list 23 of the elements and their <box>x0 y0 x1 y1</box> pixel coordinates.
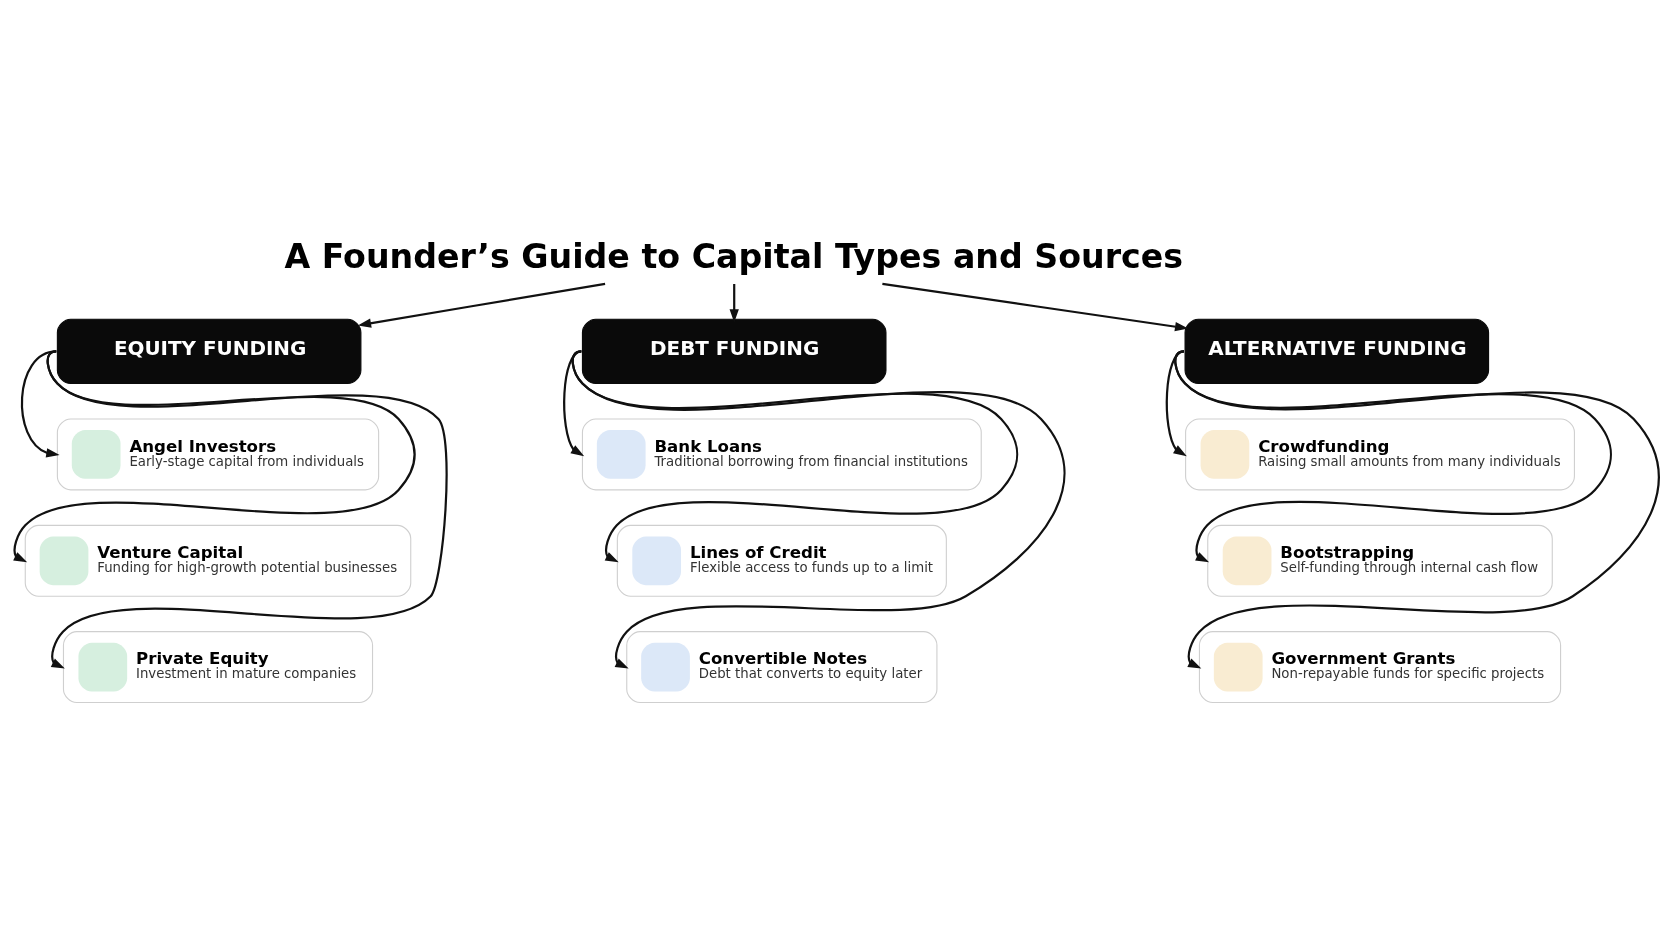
node-text: A Founder’s Guide to Capital Types and Sources <box>283 237 1183 277</box>
node-box: Lines of Credit Flexible access to funds up to a limit <box>616 524 947 597</box>
arrow <box>729 284 739 323</box>
arrow <box>46 350 448 669</box>
arrow <box>571 350 1065 669</box>
arrow <box>881 282 1188 332</box>
node-box: Venture Capital Funding for high-growth potential businesses <box>24 524 411 597</box>
node-box: Angel Investors Early-stage capital from individuals <box>56 418 379 491</box>
node-box: Private Equity Investment in mature companies <box>62 631 373 704</box>
node-box: Bootstrapping Self-funding through internal cash flow <box>1206 524 1553 597</box>
arrow <box>1173 350 1659 669</box>
arrow <box>357 282 605 328</box>
arrow <box>12 350 415 563</box>
arrow <box>20 350 60 458</box>
node-box: EQUITY FUNDING <box>56 318 361 385</box>
node-box: Crowdfunding Raising small amounts from many individuals <box>1184 418 1575 491</box>
node-box: Convertible Notes Debt that converts to equity later <box>625 631 937 704</box>
node-box: ALTERNATIVE FUNDING <box>1184 318 1489 385</box>
arrow <box>1165 350 1187 457</box>
node-box: Government Grants Non-repayable funds for specific projects <box>1198 631 1561 704</box>
node-box: Bank Loans Traditional borrowing from financial institutions <box>581 418 982 491</box>
arrow <box>562 350 584 457</box>
node-box: DEBT FUNDING <box>581 318 887 385</box>
